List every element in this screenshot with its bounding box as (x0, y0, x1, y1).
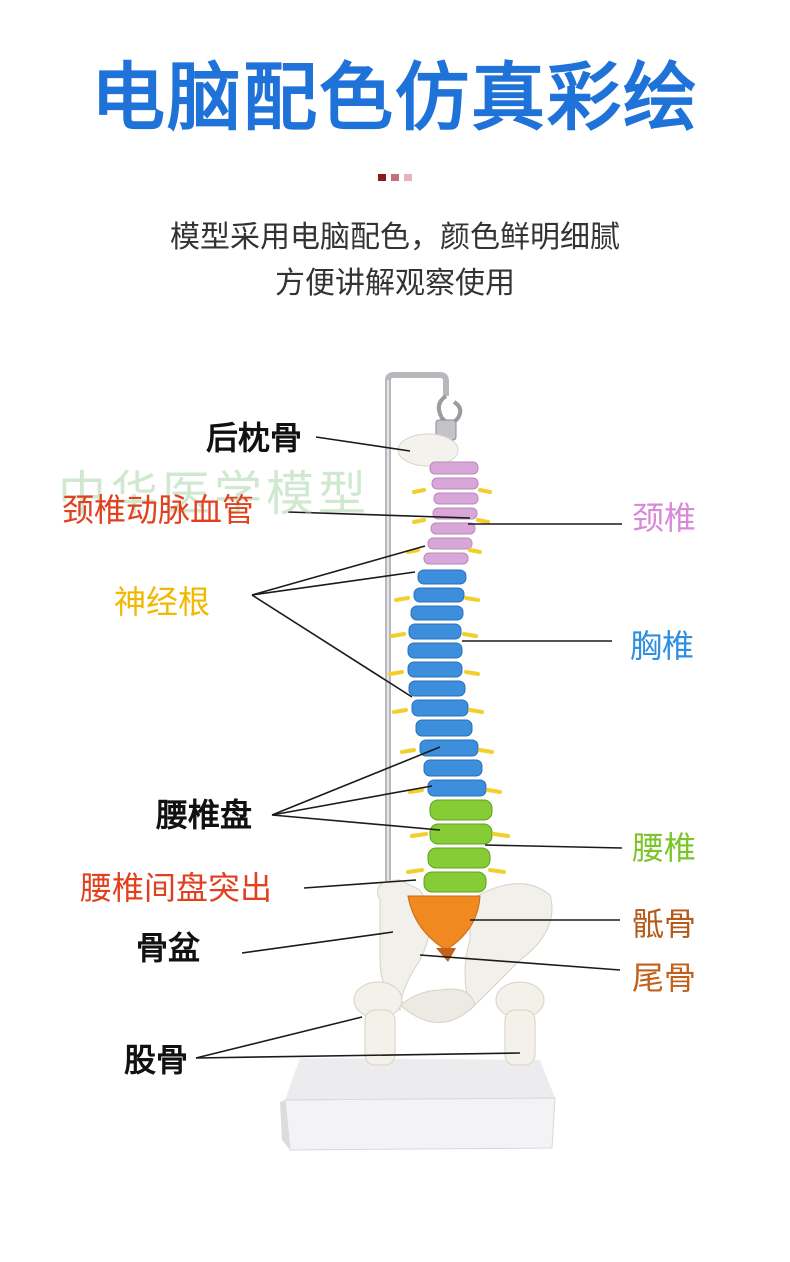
femurs (353, 981, 545, 1066)
model-base-side (280, 1100, 290, 1150)
cervical-vertebrae (423, 461, 479, 565)
page-title: 电脑配色仿真彩绘 (91, 55, 699, 141)
label-lumbar: 腰椎 (632, 829, 697, 867)
model-base-front (284, 1097, 556, 1151)
label-thoracic: 胸椎 (630, 627, 695, 665)
label-vertebral-artery: 颈椎动脉血管 (62, 491, 255, 529)
subtitle-line-2: 方便讲解观察使用 (275, 266, 515, 301)
divider-dot (404, 174, 412, 181)
label-sacrum: 骶骨 (632, 905, 697, 943)
divider-dots (378, 174, 412, 181)
thoracic-vertebrae (407, 569, 487, 797)
label-cervical: 颈椎 (632, 499, 697, 537)
label-occipital: 后枕骨 (206, 419, 303, 457)
stand-pole (385, 372, 449, 1060)
stand-hook (436, 394, 463, 425)
coccyx-bone (436, 948, 456, 962)
subtitle-line-1: 模型采用电脑配色，颜色鲜明细腻 (170, 220, 620, 255)
leader-lines (195, 436, 623, 1059)
label-femur: 股骨 (124, 1041, 189, 1079)
label-disc-herniation: 腰椎间盘突出 (80, 869, 273, 907)
label-pelvis: 骨盆 (136, 929, 201, 967)
label-coccyx: 尾骨 (632, 959, 697, 997)
nerve-roots (388, 488, 510, 874)
watermark: 中华医学模型 (58, 466, 371, 522)
divider-dot (378, 174, 386, 181)
label-nerve-root: 神经根 (114, 583, 211, 621)
label-lumbar-disc: 腰椎盘 (156, 796, 253, 834)
divider-dot (391, 174, 399, 181)
model-base-top (285, 1058, 555, 1100)
